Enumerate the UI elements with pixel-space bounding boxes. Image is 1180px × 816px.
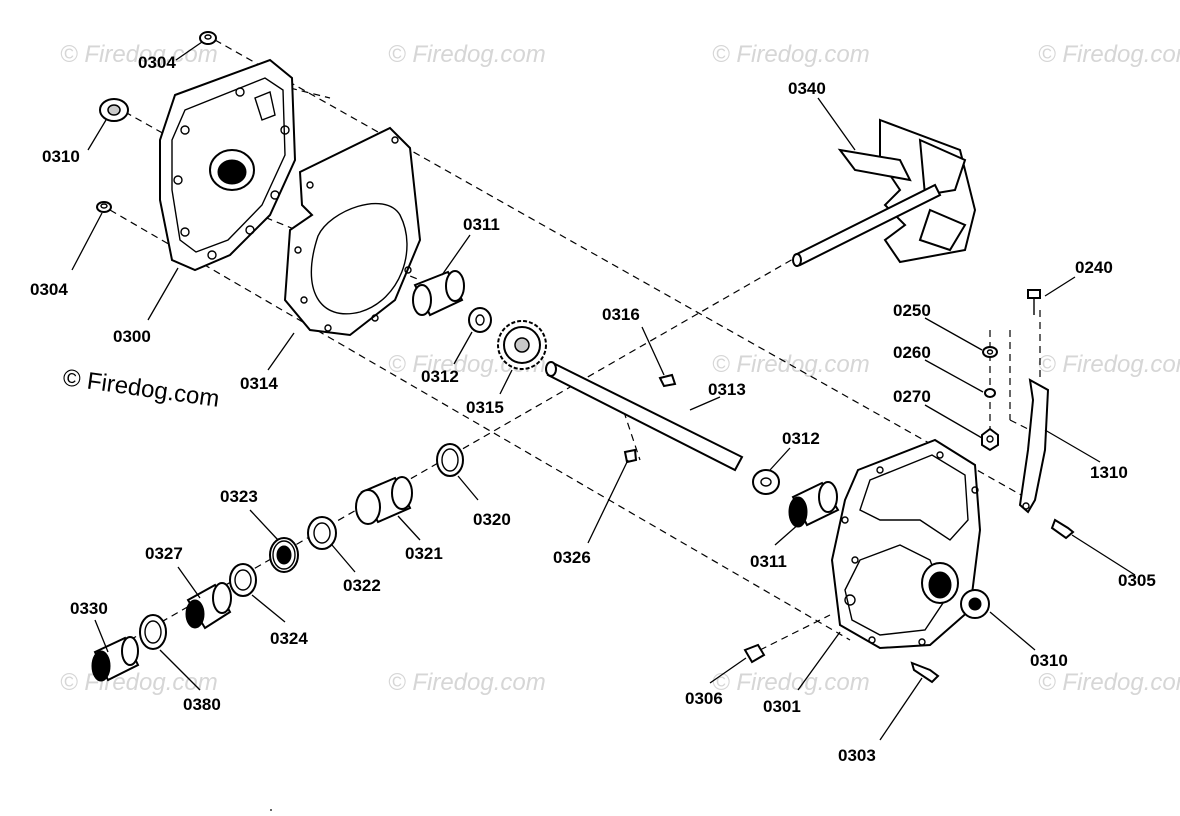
gear-0315 — [497, 320, 547, 370]
washer-0312-left — [468, 307, 492, 333]
label-0320: 0320 — [473, 510, 511, 529]
label-0250: 0250 — [893, 301, 931, 320]
label-0327: 0327 — [145, 544, 183, 563]
watermark-text: © Firedog.com — [1038, 669, 1180, 696]
bearing-0310-left — [99, 98, 129, 122]
label-0303: 0303 — [838, 746, 876, 765]
bushing-0330 — [91, 636, 140, 682]
washer-0380 — [139, 614, 167, 650]
watermark-layer: © Firedog.com © Firedog.com © Firedog.co… — [60, 41, 1180, 696]
label-0312-left: 0312 — [421, 367, 459, 386]
screw-0305 — [1050, 518, 1075, 540]
gear-housing-0301 — [830, 438, 982, 650]
label-0270: 0270 — [893, 387, 931, 406]
impeller-0340 — [792, 118, 977, 267]
label-0311-right: 0311 — [750, 552, 787, 571]
watermark-text: © Firedog.com — [388, 41, 546, 68]
label-0314: 0314 — [240, 374, 278, 393]
washer-0324 — [229, 563, 257, 597]
key-0326 — [623, 448, 638, 464]
hex-nut-0304-bottom — [96, 201, 112, 213]
watermark-text: © Firedog.com — [1038, 351, 1180, 378]
label-0240: 0240 — [1075, 258, 1113, 277]
label-0323: 0323 — [220, 487, 258, 506]
label-0304-bottom: 0304 — [30, 280, 68, 299]
washer-0320 — [436, 443, 464, 477]
label-0311-left: 0311 — [463, 215, 500, 234]
label-0260: 0260 — [893, 343, 931, 362]
label-0310-left: 0310 — [42, 147, 80, 166]
bearing-0323 — [269, 537, 299, 573]
washer-0322 — [307, 516, 337, 550]
plug-0306 — [743, 643, 766, 664]
label-0306: 0306 — [685, 689, 723, 708]
watermark-text: © Firedog.com — [60, 669, 218, 696]
label-0322: 0322 — [343, 576, 381, 595]
label-0326: 0326 — [553, 548, 591, 567]
washer-0250 — [982, 346, 998, 358]
bearing-0310-right — [960, 589, 990, 619]
watermark-text: © Firedog.com — [388, 669, 546, 696]
washer-0312-right — [752, 469, 780, 495]
leader-lines — [71, 41, 1136, 741]
watermark-text: © Firedog.com — [60, 41, 218, 68]
worm-gear-0327 — [185, 582, 232, 630]
label-0321: 0321 — [405, 544, 443, 563]
label-0313: 0313 — [708, 380, 746, 399]
lockwasher-0260 — [984, 388, 996, 398]
gasket-0314 — [283, 126, 422, 337]
label-0380: 0380 — [183, 695, 221, 714]
bracket-1310 — [1018, 378, 1050, 514]
label-0330: 0330 — [70, 599, 108, 618]
label-0310-right: 0310 — [1030, 651, 1068, 670]
label-0312-right: 0312 — [782, 429, 820, 448]
screw-0303 — [910, 661, 940, 684]
label-0315: 0315 — [466, 398, 504, 417]
bushing-0321 — [355, 476, 413, 525]
hex-nut-0304-top — [199, 31, 217, 45]
label-1310: 1310 — [1090, 463, 1128, 482]
part-labels: 0304 0310 0304 0300 0314 0311 0312 0315 … — [30, 53, 1156, 765]
label-0301: 0301 — [763, 697, 801, 716]
bolt-0240 — [1027, 289, 1041, 315]
gear-housing-0300 — [159, 58, 297, 272]
watermark-text: © Firedog.com — [712, 41, 870, 68]
key-0316 — [658, 373, 677, 388]
shaft-0313 — [545, 361, 744, 472]
label-0304-top: 0304 — [138, 53, 176, 72]
label-0300: 0300 — [113, 327, 151, 346]
bushing-0311-left — [412, 270, 465, 317]
label-0305: 0305 — [1118, 571, 1156, 590]
label-0340: 0340 — [788, 79, 826, 98]
watermark-text: © Firedog.com — [712, 669, 870, 696]
label-0324: 0324 — [270, 629, 308, 648]
copyright-notice: © Firedog.com — [61, 364, 221, 413]
watermark-text: © Firedog.com — [1038, 41, 1180, 68]
bushing-0311-right — [788, 481, 840, 528]
nut-0270 — [981, 427, 999, 452]
label-0316: 0316 — [602, 305, 640, 324]
